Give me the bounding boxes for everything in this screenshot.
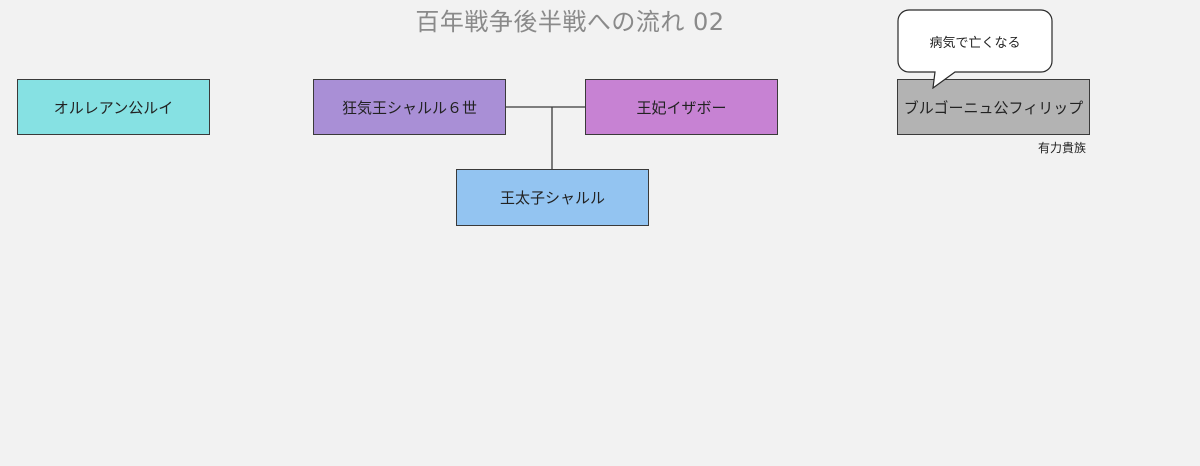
node-orleans-label: オルレアン公ルイ xyxy=(53,98,174,117)
diagram-title: 百年戦争後半戦への流れ 02 xyxy=(415,8,725,36)
node-burgundy-label: ブルゴーニュ公フィリップ xyxy=(903,98,1084,117)
node-isabeau-label: 王妃イザボー xyxy=(636,98,727,117)
node-dauphin[interactable]: 王太子シャルル xyxy=(456,169,649,226)
node-isabeau[interactable]: 王妃イザボー xyxy=(585,79,778,135)
node-charles6-label: 狂気王シャルル６世 xyxy=(341,98,477,117)
speech-bubble[interactable] xyxy=(897,9,1053,89)
node-orleans[interactable]: オルレアン公ルイ xyxy=(17,79,210,135)
speech-bubble-text: 病気で亡くなる xyxy=(929,35,1021,51)
node-dauphin-label: 王太子シャルル xyxy=(499,189,605,207)
node-charles6[interactable]: 狂気王シャルル６世 xyxy=(313,79,506,135)
node-burgundy[interactable]: ブルゴーニュ公フィリップ xyxy=(897,79,1090,135)
burgundy-note: 有力貴族 xyxy=(1038,141,1087,155)
